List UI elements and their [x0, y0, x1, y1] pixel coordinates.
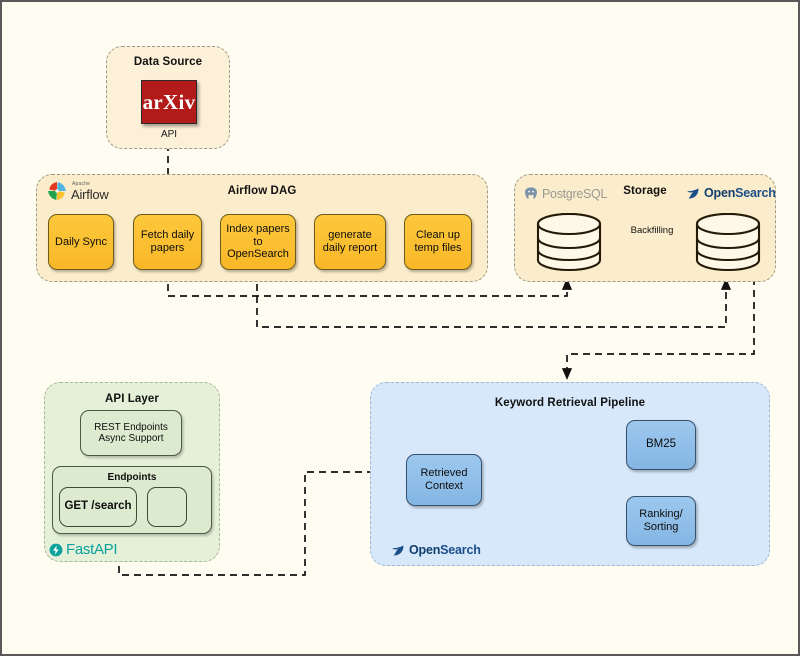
task-daily-sync[interactable]: Daily Sync	[48, 214, 114, 270]
task-generate-report[interactable]: generate daily report	[314, 214, 386, 270]
fastapi-bolt-icon	[49, 543, 63, 556]
api-feature-async: Async Support	[98, 433, 164, 444]
task-fetch-daily-papers[interactable]: Fetch daily papers	[133, 214, 202, 270]
airflow-vendor-small: Apache	[72, 180, 91, 187]
opensearch-swirl-icon	[392, 545, 404, 556]
pipeline-title: Keyword Retrieval Pipeline	[494, 397, 646, 409]
node-ranking-sorting[interactable]: Ranking/ Sorting	[626, 496, 696, 546]
api-feature-rest: REST Endpoints	[94, 421, 168, 433]
apache-airflow-logo: Apache Airflow	[46, 180, 109, 202]
opensearch-logo-text: OpenSearch	[704, 187, 776, 200]
task-cleanup-temp-files[interactable]: Clean up temp files	[404, 214, 472, 270]
data-source-title: Data Source	[133, 56, 203, 68]
fastapi-logo-text: FastAPI	[66, 541, 118, 558]
postgresql-logo: PostgreSQL	[523, 186, 607, 202]
opensearch-logo-storage: OpenSearch	[686, 186, 776, 201]
airflow-pinwheel-icon	[48, 182, 66, 200]
fastapi-logo: FastAPI	[49, 541, 118, 558]
arxiv-logo-text: arXiv	[142, 89, 196, 114]
opensearch-swirl-icon	[687, 188, 699, 199]
backfilling-edge-label: Backfilling	[630, 225, 674, 236]
airflow-logo-text: Apache Airflow	[71, 180, 109, 202]
opensearch-word-open: Open	[704, 186, 736, 201]
arxiv-logo-box: arXiv	[141, 80, 197, 124]
opensearch-word-open: Open	[409, 543, 441, 558]
opensearch-word-search: Search	[440, 543, 481, 558]
postgresql-logo-text: PostgreSQL	[542, 186, 608, 201]
endpoint-get-search[interactable]: GET /search	[59, 487, 137, 527]
airflow-vendor-main: Airflow	[71, 186, 109, 202]
data-source-api-label: API	[160, 129, 178, 140]
opensearch-word-search: Search	[735, 186, 776, 201]
node-bm25[interactable]: BM25	[626, 420, 696, 470]
node-retrieved-context[interactable]: Retrieved Context	[406, 454, 482, 506]
api-features-box: REST Endpoints Async Support	[80, 410, 182, 456]
task-index-papers[interactable]: Index papers to OpenSearch	[220, 214, 296, 270]
opensearch-pipeline-logo-text: OpenSearch	[409, 544, 481, 557]
storage-title: Storage	[623, 185, 667, 197]
endpoints-group-title: Endpoints	[107, 472, 157, 483]
api-layer-title: API Layer	[105, 393, 159, 405]
endpoint-placeholder[interactable]	[147, 487, 187, 527]
postgresql-elephant-icon	[525, 187, 537, 199]
opensearch-logo-pipeline: OpenSearch	[391, 543, 481, 558]
airflow-dag-title: Airflow DAG	[227, 185, 297, 197]
